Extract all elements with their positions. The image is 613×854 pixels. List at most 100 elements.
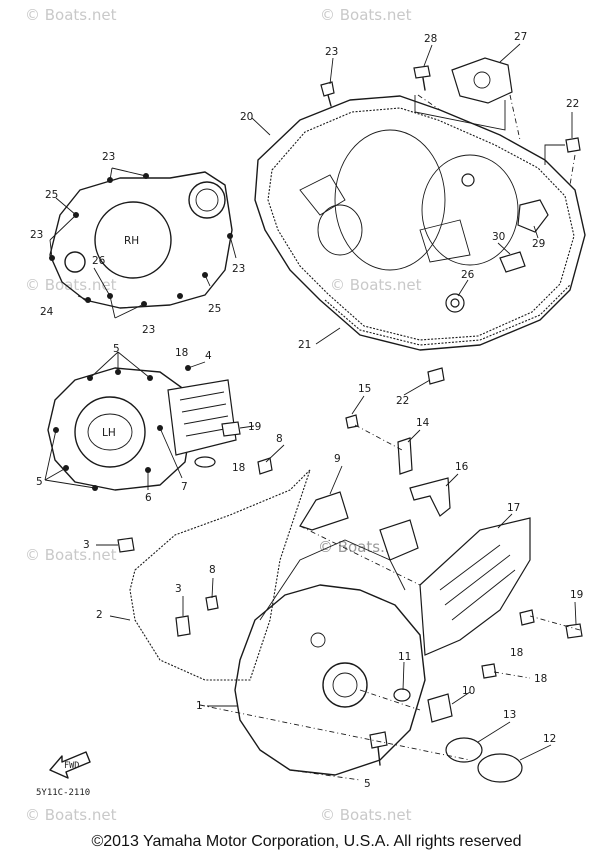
- crankcase-bore: [334, 129, 446, 271]
- watermark: © Boats.net: [25, 276, 117, 294]
- bolt-18: [519, 609, 535, 626]
- o-ring-13: [445, 737, 483, 763]
- cover-27: [451, 57, 513, 104]
- callout-18: 18: [175, 347, 188, 359]
- leader-dashes: [299, 424, 581, 679]
- lh-mark: LH: [102, 427, 116, 439]
- crankcase-boss: [317, 204, 363, 256]
- fwd-arrow: FWD: [49, 751, 91, 779]
- callout-26: 26: [92, 255, 106, 267]
- callout-20: 20: [240, 111, 253, 123]
- callout-17: 17: [507, 502, 520, 514]
- screw-23: [320, 81, 335, 97]
- dowel-22: [565, 137, 581, 153]
- sprocket-cover-17: [419, 517, 531, 656]
- watermark: © Boats.net: [25, 806, 117, 824]
- watermark: © Boats.net: [25, 546, 117, 564]
- callout-22: 22: [566, 98, 579, 110]
- callout-3: 3: [175, 583, 182, 595]
- dowel-3: [175, 615, 191, 637]
- lh-cover: LH: [44, 351, 241, 491]
- callout-23: 23: [325, 46, 338, 58]
- callout-27: 27: [514, 31, 527, 43]
- upper-small-parts: [320, 57, 581, 186]
- callout-2: 2: [96, 609, 103, 621]
- guide-30: [499, 251, 526, 273]
- callout-11: 11: [398, 651, 411, 663]
- callout-23: 23: [102, 151, 115, 163]
- lh-cover-ring: [87, 413, 133, 451]
- bolt-19: [221, 421, 241, 437]
- bolt-19: [565, 623, 583, 639]
- callout-4: 4: [205, 350, 212, 362]
- oil-seal-26: [461, 173, 475, 187]
- cover-1-hub-inner: [332, 672, 358, 698]
- callout-18: 18: [232, 462, 245, 474]
- callout-18: 18: [534, 673, 547, 685]
- sprocket-cover-ribs: [179, 391, 231, 437]
- gasket-21-lower: [324, 284, 571, 346]
- plate-29: [517, 199, 549, 233]
- crankcase-outline: [254, 95, 586, 351]
- lower-cover-assembly: [117, 457, 523, 783]
- clamp-8: [205, 595, 219, 611]
- leader-lines: [44, 351, 206, 490]
- gasket-21: [267, 107, 575, 341]
- rh-cover-outline: [49, 171, 233, 309]
- callout-5: 5: [364, 778, 371, 790]
- crankcase-assembly: [254, 95, 586, 351]
- fwd-label: FWD: [64, 761, 79, 771]
- watermark: © Boats.net: [320, 6, 412, 24]
- clamp-8: [257, 457, 273, 475]
- rh-cover-port-inner: [195, 188, 219, 212]
- callout-25: 25: [208, 303, 221, 315]
- bolt-head: [177, 293, 183, 299]
- washer-18: [194, 456, 216, 468]
- middle-parts: [299, 367, 583, 679]
- bolt-28: [413, 65, 431, 79]
- callout-19: 19: [570, 589, 583, 601]
- dowel-22: [427, 367, 445, 385]
- oil-seal-26-inner: [450, 298, 460, 308]
- callout-21: 21: [298, 339, 311, 351]
- watermark: © Boats.net: [25, 6, 117, 24]
- rh-cover: RH: [49, 167, 237, 319]
- callout-13: 13: [503, 709, 516, 721]
- callout-leaders: [96, 43, 577, 761]
- callout-5: 5: [113, 343, 120, 355]
- watermark: © Boats.net: [320, 806, 412, 824]
- callout-8: 8: [276, 433, 283, 445]
- bolt-28-shank: [422, 77, 426, 91]
- rh-cover-port: [188, 181, 226, 219]
- rh-cover-plug: [64, 251, 86, 273]
- crankcase-rib: [419, 219, 471, 263]
- callout-10: 10: [462, 685, 475, 697]
- bracket-line: [414, 95, 506, 131]
- callout-26: 26: [461, 269, 475, 281]
- callout-30: 30: [492, 231, 505, 243]
- callout-24: 24: [40, 306, 54, 318]
- bolt-18: [481, 663, 497, 679]
- lever-9: [299, 491, 349, 531]
- callout-15: 15: [358, 383, 371, 395]
- lh-cover-bolts: [53, 365, 191, 491]
- leader-dashes: [417, 94, 576, 186]
- screw-15: [345, 414, 359, 429]
- shaft-14: [397, 437, 413, 475]
- dowel-3: [117, 537, 135, 553]
- bracket-block: [379, 519, 419, 561]
- callouts: 1 2 3 3 4 5 5 5 6 7 8 8 9 10 11 12 13 14…: [30, 31, 583, 790]
- callout-23: 23: [232, 263, 245, 275]
- cover-1-hub: [322, 662, 368, 708]
- screw-23-shank: [327, 94, 332, 107]
- fwd-arrow-icon: [49, 751, 91, 779]
- copyright-footer: ©2013 Yamaha Motor Corporation, U.S.A. A…: [91, 833, 522, 850]
- watermark: © Boats.net: [330, 276, 422, 294]
- lh-cover-outline: [47, 367, 193, 491]
- callout-23: 23: [142, 324, 155, 336]
- cover-1-port: [310, 632, 326, 648]
- callout-25: 25: [45, 189, 58, 201]
- plug-10: [427, 693, 453, 723]
- cover-27-hole: [473, 71, 491, 89]
